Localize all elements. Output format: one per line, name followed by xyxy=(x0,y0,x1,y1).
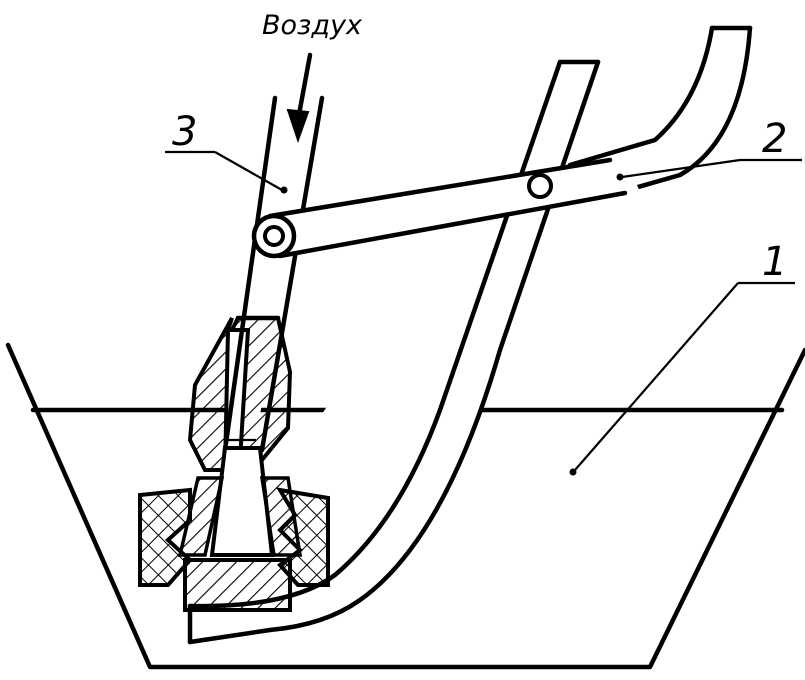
arrow-down-icon xyxy=(286,108,310,144)
air-label: Воздух xyxy=(262,10,363,41)
handle-inner-edge xyxy=(567,25,715,168)
pipe-left-edge xyxy=(222,95,278,453)
tank-walls xyxy=(5,342,805,670)
label-part-2: 2 xyxy=(762,116,787,162)
curved-handle xyxy=(567,25,753,198)
callout-1: 1 xyxy=(569,239,795,476)
callout-2: 2 xyxy=(616,116,802,181)
nozzle-tip xyxy=(177,446,303,557)
lever-bottom-edge xyxy=(277,190,628,259)
nozzle-body xyxy=(187,315,293,472)
pin-joint xyxy=(251,213,297,259)
handle-outer-edge xyxy=(607,25,753,198)
lever xyxy=(267,157,640,259)
lever-pivot-icon xyxy=(527,173,553,199)
callout-3: 3 xyxy=(165,109,288,194)
label-part-1: 1 xyxy=(762,239,787,285)
lever-top-edge xyxy=(267,157,613,219)
tube-outer-edge xyxy=(187,59,601,645)
label-part-3: 3 xyxy=(172,109,197,155)
arrow-shaft xyxy=(295,52,313,123)
air-flow-arrow: Воздух xyxy=(262,10,363,144)
joint-inner-ring-icon xyxy=(263,225,285,247)
base-block xyxy=(183,558,292,612)
